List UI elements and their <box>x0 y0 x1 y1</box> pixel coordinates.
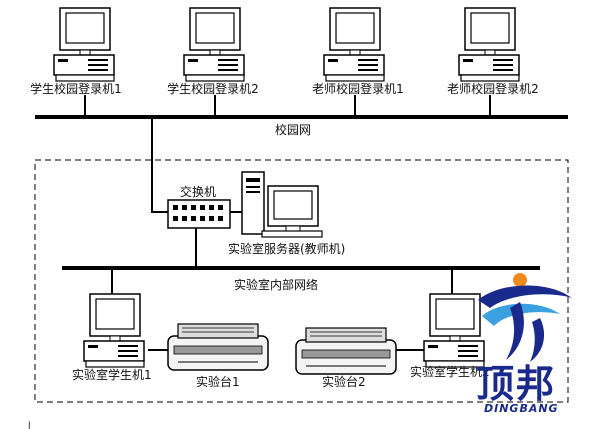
bench-1-icon <box>167 323 269 371</box>
svg-text:J: J <box>27 421 31 429</box>
lab-boundary <box>34 159 569 403</box>
lab-student-pc-1-icon <box>83 293 145 368</box>
dingbang-logo-icon <box>478 273 572 362</box>
switch-icon <box>167 199 231 229</box>
lab-student-pc-1-label: 实验室学生机1 <box>72 368 152 382</box>
campus-student-pc-2-icon <box>183 7 245 82</box>
lab-student-pc-2-label: 实验室学生机2 <box>410 365 490 379</box>
campus-to-switch-link <box>151 117 168 213</box>
bench-2-label: 实验台2 <box>322 375 366 389</box>
bench-2-icon <box>295 327 397 375</box>
bench-1-label: 实验台1 <box>196 375 240 389</box>
lab-student-pc-2-icon <box>423 293 485 368</box>
logo-text-cn: 顶邦 <box>476 362 557 406</box>
lab-network-label: 实验室内部网络 <box>234 278 319 292</box>
logo-text-en: DINGBANG <box>484 402 559 415</box>
campus-teacher-pc-1-label: 老师校园登录机1 <box>312 82 404 96</box>
campus-teacher-pc-2-icon <box>458 7 520 82</box>
lab-server-icon <box>241 171 323 238</box>
lab-server-label: 实验室服务器(教师机) <box>228 242 346 256</box>
switch-label: 交换机 <box>180 185 217 199</box>
campus-student-pc-2-label: 学生校园登录机2 <box>167 82 259 96</box>
campus-student-pc-1-label: 学生校园登录机1 <box>30 82 122 96</box>
campus-teacher-pc-1-icon <box>323 7 385 82</box>
campus-teacher-pc-2-label: 老师校园登录机2 <box>447 82 539 96</box>
campus-student-pc-1-icon <box>53 7 115 82</box>
campus-network-label: 校园网 <box>275 123 312 137</box>
